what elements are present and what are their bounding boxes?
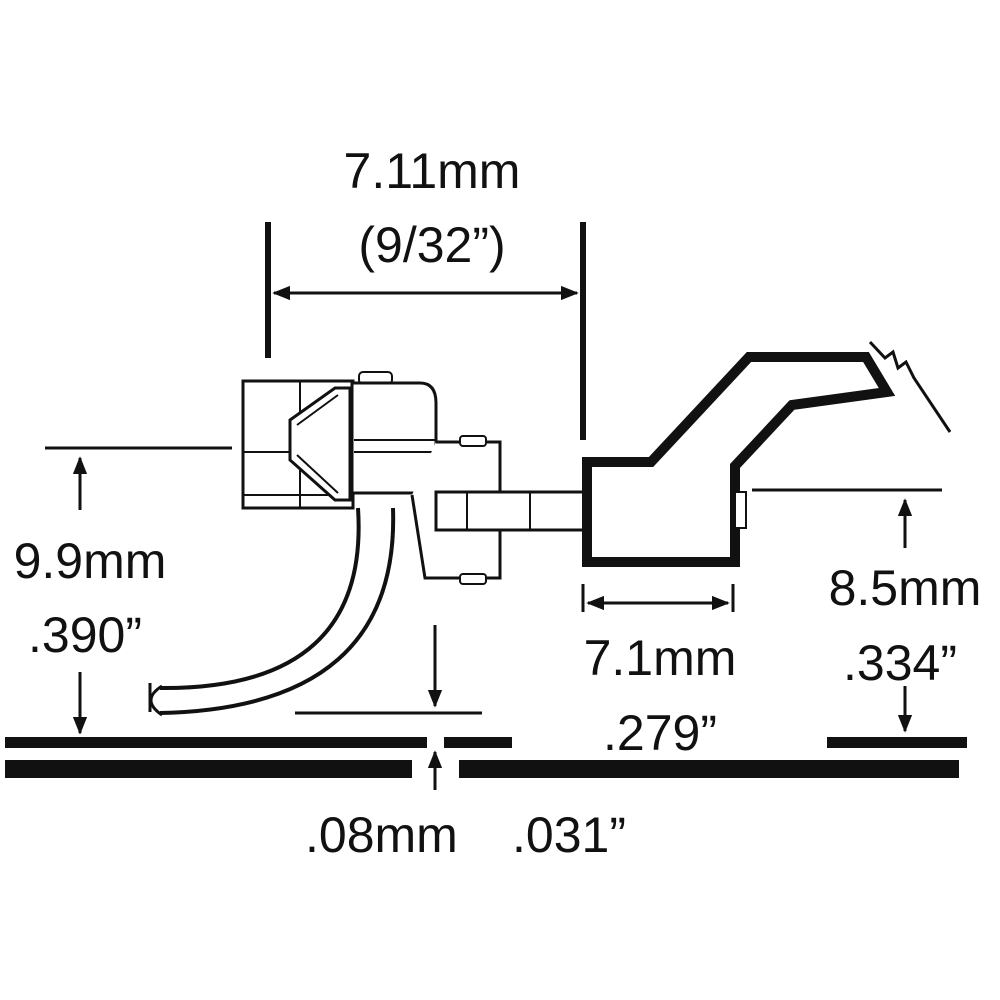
gap-in-label: .031” bbox=[512, 807, 626, 863]
rails bbox=[5, 737, 967, 778]
coupler-knuckle-face bbox=[288, 386, 352, 502]
right-height-dimension: 8.5mm .334” bbox=[752, 488, 982, 733]
coupler-shank-bar bbox=[434, 490, 588, 532]
body-width-in-label: .279” bbox=[603, 705, 717, 761]
coupler-trip-pin bbox=[148, 507, 396, 717]
left-height-mm-label: 9.9mm bbox=[14, 533, 167, 589]
rail-bottom-right bbox=[459, 760, 959, 778]
coupler-pin-bottom bbox=[459, 573, 487, 585]
right-height-in-label: .334” bbox=[843, 635, 957, 691]
gap-mm-label: .08mm bbox=[305, 807, 458, 863]
coupler-head bbox=[241, 371, 438, 510]
coupler-box bbox=[582, 340, 952, 567]
coupler-shank bbox=[410, 435, 588, 585]
body-width-dimension: 7.1mm .279” bbox=[581, 584, 737, 761]
rail-bottom-left bbox=[5, 760, 412, 778]
coupler-box-tab bbox=[734, 491, 747, 529]
right-height-mm-label: 8.5mm bbox=[829, 560, 982, 616]
coupler-pin-mid bbox=[459, 435, 487, 447]
rail-top-right bbox=[827, 737, 967, 748]
left-height-in-label: .390” bbox=[28, 607, 142, 663]
knuckle-width-in-label: (9/32”) bbox=[358, 217, 505, 273]
body-width-mm-label: 7.1mm bbox=[584, 630, 737, 686]
knuckle-width-mm-label: 7.11mm bbox=[344, 143, 521, 199]
rail-top-mid bbox=[444, 737, 512, 748]
gap-dimension: .08mm .031” bbox=[295, 625, 626, 863]
coupler-box-break-mark bbox=[868, 340, 952, 433]
rail-top-left bbox=[5, 737, 427, 748]
coupler-box-outline bbox=[582, 352, 896, 567]
left-height-dimension: 9.9mm .390” bbox=[14, 446, 232, 735]
top-dimension: 7.11mm (9/32”) bbox=[265, 143, 586, 440]
